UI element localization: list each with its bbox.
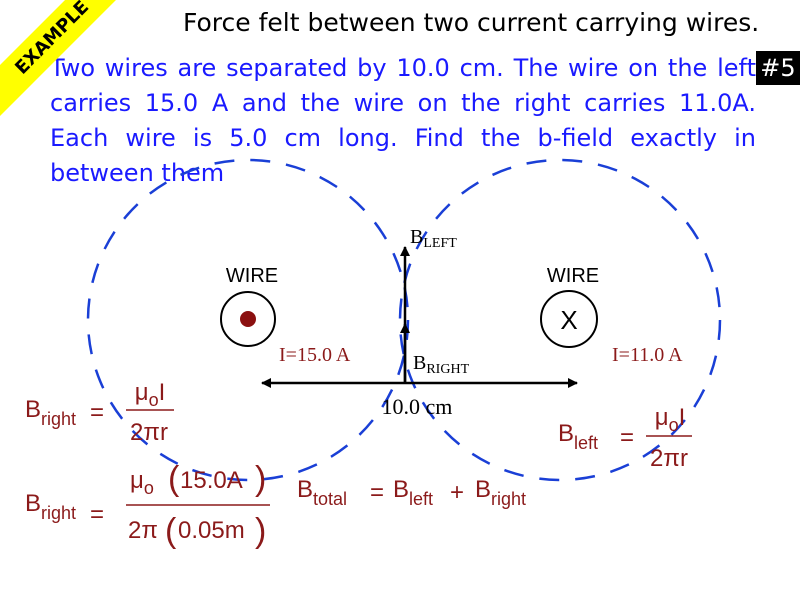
svg-text:μoI: μoI — [135, 379, 166, 410]
svg-text:μo: μo — [130, 467, 154, 498]
svg-text:15.0A: 15.0A — [180, 467, 243, 494]
b-left-label: BLEFT — [410, 226, 457, 251]
svg-text:2π: 2π — [128, 517, 158, 544]
svg-text:Bright: Bright — [475, 476, 526, 509]
svg-text:Btotal: Btotal — [297, 476, 347, 509]
svg-text:): ) — [255, 512, 266, 550]
svg-text:μoI: μoI — [655, 404, 686, 435]
svg-text:2πr: 2πr — [650, 445, 688, 472]
current-right-label: I=11.0 A — [612, 344, 683, 366]
svg-text:): ) — [255, 460, 266, 498]
problem-number-badge: #5 — [756, 51, 800, 85]
current-left-label: I=15.0 A — [279, 344, 351, 366]
problem-statement: Two wires are separated by 10.0 cm. The … — [50, 54, 756, 187]
equation-b-total: Btotal = Bleft + Bright — [297, 476, 526, 509]
equation-b-left-general: Bleft = μoI 2πr — [558, 404, 692, 472]
svg-text:(: ( — [168, 460, 180, 498]
svg-text:+: + — [450, 479, 464, 506]
svg-text:Bright: Bright — [25, 490, 76, 523]
svg-text:Bleft: Bleft — [393, 476, 433, 509]
svg-text:=: = — [90, 501, 104, 528]
distance-label: 10.0 cm — [382, 394, 453, 419]
wire-left-label: WIRE — [226, 265, 278, 287]
wire-right-label: WIRE — [547, 265, 599, 287]
svg-text:=: = — [370, 479, 384, 506]
svg-text:Bright: Bright — [25, 396, 76, 429]
equation-b-right-general: Bright = μoI 2πr — [25, 379, 174, 446]
slide-title: Force felt between two current carrying … — [183, 8, 760, 37]
field-circle-right — [398, 158, 722, 482]
wire-right-symbol: X — [560, 305, 577, 335]
b-right-label: BRIGHT — [413, 352, 470, 377]
svg-text:0.05m: 0.05m — [178, 517, 245, 544]
svg-text:=: = — [90, 399, 104, 426]
field-circle-left — [86, 158, 410, 482]
svg-text:(: ( — [165, 512, 177, 550]
svg-text:Bleft: Bleft — [558, 420, 598, 453]
svg-text:2πr: 2πr — [130, 419, 168, 446]
wire-right-circle — [540, 290, 598, 348]
svg-text:=: = — [620, 424, 634, 451]
wire-left-dot — [240, 311, 256, 327]
equation-b-right-numeric: Bright = μo ( 15.0A ) 2π ( 0.05m ) — [25, 460, 270, 550]
